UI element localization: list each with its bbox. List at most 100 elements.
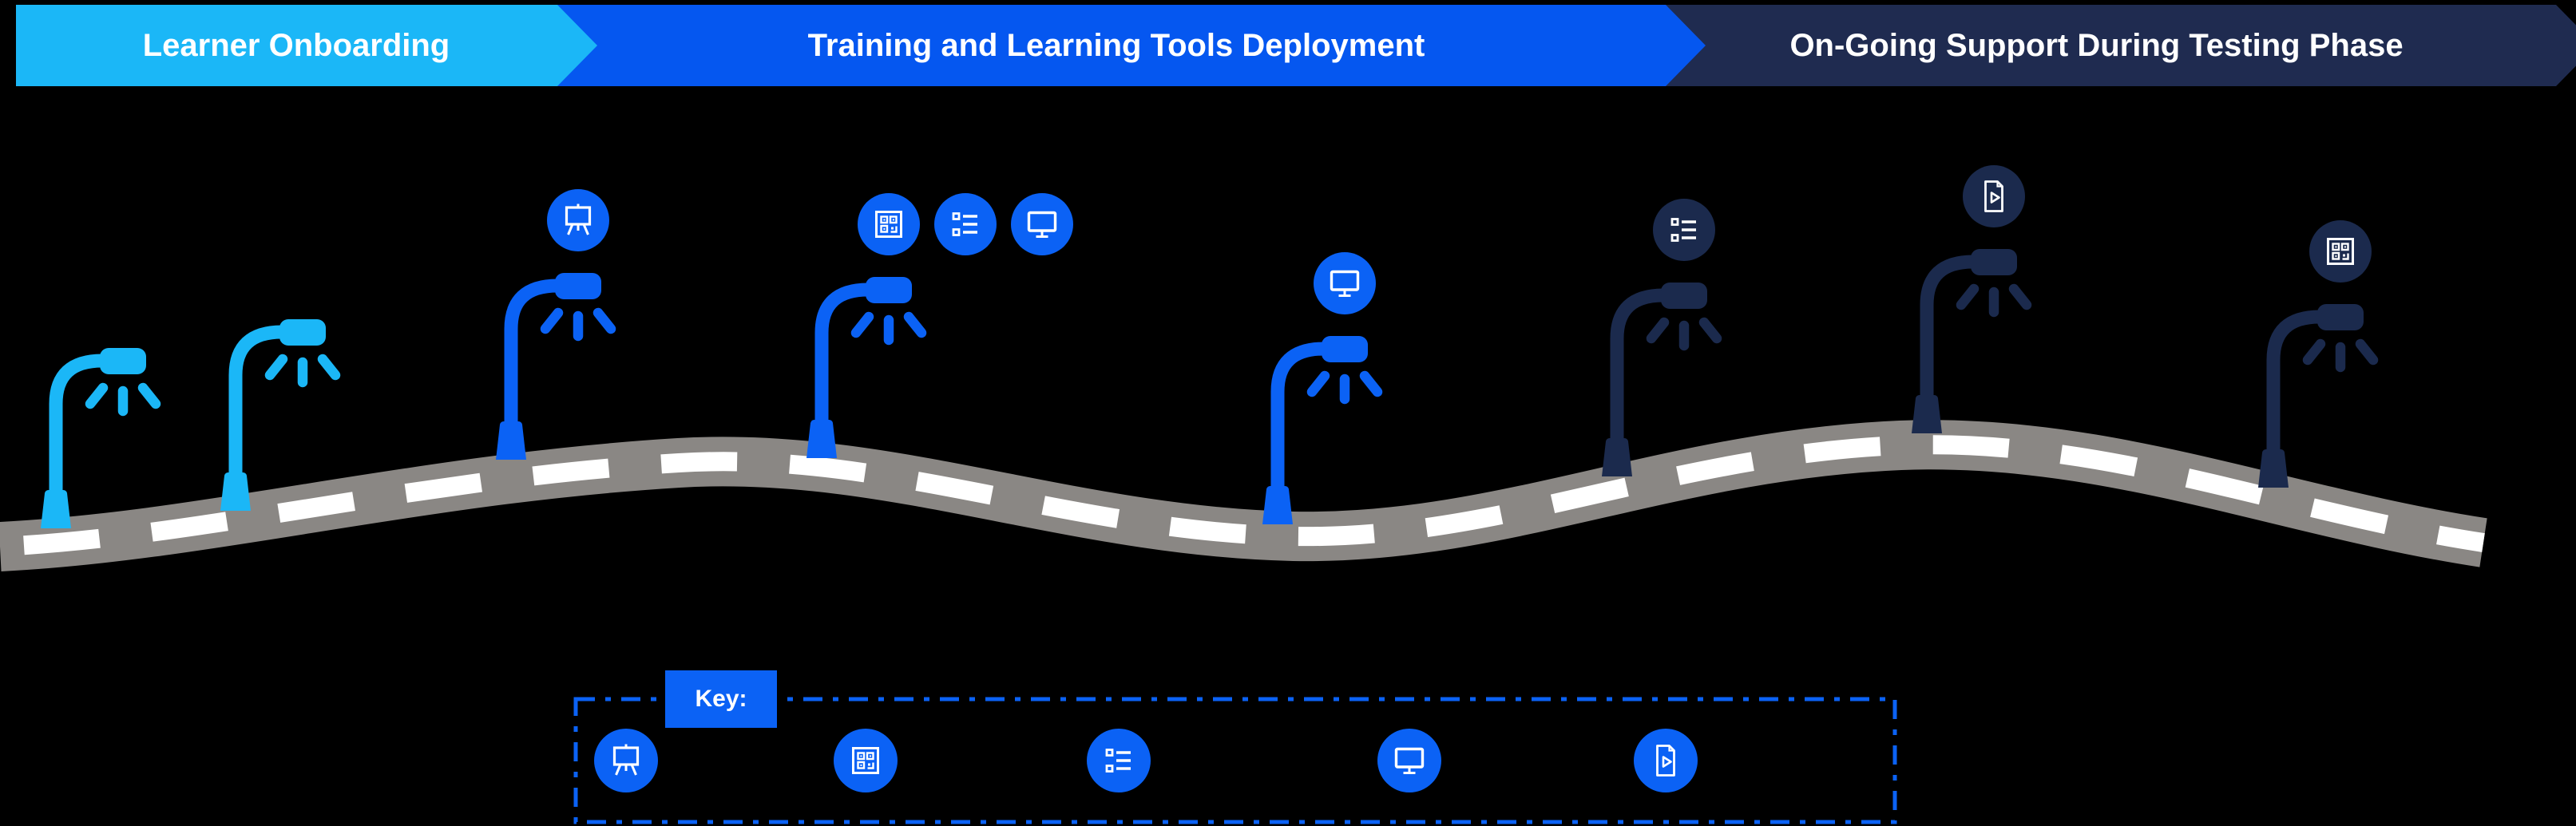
video-file-icon-part xyxy=(1656,745,1675,777)
qr-code-icon-part xyxy=(883,227,886,230)
qr-code-icon-part xyxy=(880,215,889,224)
qr-code-icon-part xyxy=(867,762,874,769)
video-file-icon-part xyxy=(1990,192,2000,204)
qr-code-icon-part xyxy=(889,215,898,224)
qr-code-icon-part xyxy=(868,763,870,766)
lamp-pole xyxy=(2266,310,2320,480)
bullet-list-icon xyxy=(952,212,977,236)
lamp-light-rays xyxy=(1306,370,1383,405)
lamp-pole xyxy=(49,354,103,520)
easel-icon-badge xyxy=(547,189,609,251)
qr-code-icon-part xyxy=(2332,243,2340,251)
video-file-icon-part xyxy=(1996,181,2003,188)
monitor-icon-part xyxy=(1394,747,1425,769)
qr-code-icon-part xyxy=(890,226,898,233)
monitor-icon-holder xyxy=(1027,211,1057,238)
qr-code-icon-part xyxy=(860,764,862,766)
lamp-light-rays xyxy=(1956,283,2032,318)
monitor-icon xyxy=(1330,270,1360,297)
lamp-pole xyxy=(1920,255,1974,425)
lamp-head xyxy=(2317,304,2364,330)
video-file-icon xyxy=(1656,745,1675,777)
easel-icon-part xyxy=(615,764,622,776)
qr-code-icon-part xyxy=(891,227,894,230)
qr-code-icon-part xyxy=(2335,255,2337,257)
video-file-icon-badge xyxy=(1963,165,2025,227)
key-item-monitor-icon xyxy=(1377,729,1441,792)
lamp-base xyxy=(1912,395,1942,433)
qr-code-icon-part xyxy=(875,211,902,238)
phase-arrow-learner-onboarding: Learner Onboarding xyxy=(16,5,597,86)
qr-code-icon-part xyxy=(2335,246,2337,248)
lamp-light-rays xyxy=(540,307,616,342)
bullet-list-icon-part xyxy=(1105,749,1114,757)
street-lamp xyxy=(1912,165,2032,433)
easel-icon-part xyxy=(567,223,574,235)
qr-code-icon-holder xyxy=(2327,238,2354,265)
video-file-icon-part xyxy=(1668,745,1674,752)
qr-code-icon-part xyxy=(2342,253,2349,260)
key-item-bullet-list-icon xyxy=(1087,729,1151,792)
lamp-pole xyxy=(228,325,283,503)
street-lamp xyxy=(496,189,616,460)
qr-code-icon-part xyxy=(892,219,894,221)
video-file-icon xyxy=(1656,745,1675,777)
monitor-icon xyxy=(1394,747,1425,774)
qr-code-icon-part xyxy=(857,761,866,769)
bullet-list-icon-part xyxy=(1670,234,1679,242)
easel-icon xyxy=(612,744,640,776)
easel-icon-part xyxy=(612,746,640,766)
lamp-base xyxy=(220,472,251,511)
bullet-list-icon xyxy=(1105,749,1131,773)
monitor-icon-badge xyxy=(1011,193,1073,255)
lamp-head xyxy=(866,277,912,303)
lamp-base xyxy=(496,421,526,460)
lamp-head xyxy=(1322,336,1368,362)
video-file-icon-holder xyxy=(1984,180,2003,212)
street-lamp xyxy=(1602,199,1722,476)
lamp-pole xyxy=(504,279,558,452)
key-box: Key: xyxy=(573,670,1897,824)
video-file-icon xyxy=(1984,180,2003,212)
qr-code-icon-part xyxy=(2340,243,2349,251)
bullet-list-icon-holder xyxy=(952,212,977,236)
lamp-base xyxy=(1262,486,1293,524)
qr-code-icon-part xyxy=(860,755,862,757)
key-label: Key: xyxy=(665,670,777,728)
street-lamp xyxy=(41,348,161,528)
key-dashed-border xyxy=(573,697,1897,824)
bullet-list-icon xyxy=(1670,218,1696,242)
phase-label: On-Going Support During Testing Phase xyxy=(1789,27,2404,63)
bullet-list-icon-part xyxy=(1105,765,1114,773)
easel-icon-part xyxy=(582,223,589,235)
street-lamp xyxy=(220,319,341,511)
lamp-base xyxy=(1602,438,1632,476)
lamp-pole xyxy=(1610,288,1664,468)
lamp-pole xyxy=(1270,342,1325,516)
lamp-pole xyxy=(814,283,869,450)
road-center-line xyxy=(0,435,2485,556)
qr-code-icon-part xyxy=(869,755,871,757)
bullet-list-icon-holder xyxy=(1670,218,1696,242)
key-item-video-file-icon xyxy=(1634,729,1698,792)
qr-code-icon-part xyxy=(2344,246,2346,248)
qr-code-icon-part xyxy=(852,747,879,774)
key-item-qr-code-icon xyxy=(834,729,898,792)
qr-code-icon xyxy=(852,747,879,774)
lamp-head xyxy=(555,273,601,299)
bullet-list-icon xyxy=(1105,749,1131,773)
lamp-head xyxy=(100,348,146,374)
lamp-head xyxy=(1971,249,2017,275)
phase-label: Learner Onboarding xyxy=(142,27,450,63)
lamp-light-rays xyxy=(850,311,927,346)
monitor-icon xyxy=(1394,747,1425,774)
bullet-list-icon-part xyxy=(1670,218,1679,226)
video-file-icon-part xyxy=(1662,756,1672,768)
qr-code-icon xyxy=(875,211,902,238)
monitor-icon-holder xyxy=(1330,270,1360,297)
phase-arrow-ongoing-support: On-Going Support During Testing Phase xyxy=(1581,5,2576,86)
lamp-base xyxy=(806,420,837,458)
qr-code-icon-part xyxy=(883,219,886,221)
qr-code-icon-part xyxy=(880,224,889,233)
